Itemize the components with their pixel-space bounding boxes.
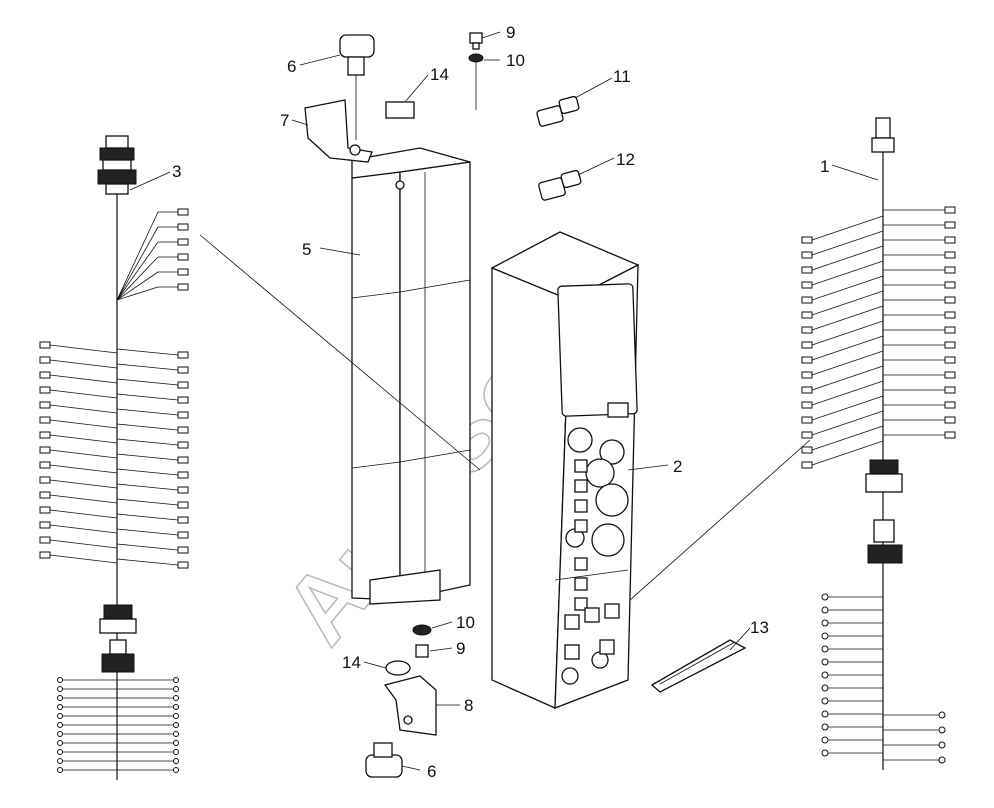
callout-washer-top: 10: [506, 51, 525, 70]
plug-11: [536, 95, 580, 127]
bracket-bottom: [383, 675, 437, 736]
instrument-panel: [490, 231, 640, 709]
wiring-harness-left: [39, 135, 189, 780]
callout-panel: 2: [673, 457, 682, 476]
callouts: 1 2 3 5 6 6 7 8 9 9 10 10 11 12 13 14 14: [172, 23, 829, 781]
callout-knob-bottom: 6: [427, 762, 436, 781]
callout-bushing-top: 14: [430, 65, 449, 84]
callout-bracket-bottom: 8: [464, 696, 473, 715]
knob-top: [339, 34, 375, 140]
callout-screw-bottom: 9: [456, 639, 465, 658]
screw-top: [469, 32, 483, 50]
callout-screw-top: 9: [506, 23, 515, 42]
callout-bushing-bottom: 14: [342, 653, 361, 672]
callout-housing: 5: [302, 240, 311, 259]
cable-tie: [650, 639, 747, 693]
screw-bottom: [415, 644, 429, 658]
bracket-top: [304, 99, 373, 163]
callout-cable-tie: 13: [750, 618, 769, 637]
callout-wiring-left: 3: [172, 162, 181, 181]
console-housing: [351, 147, 471, 605]
callout-washer-bottom: 10: [456, 613, 475, 632]
callout-bracket-top: 7: [280, 111, 289, 130]
leader-lines: [129, 31, 879, 771]
wiring-harness-right: [801, 117, 956, 770]
callout-plug-12: 12: [616, 150, 635, 169]
callout-knob-top: 6: [287, 57, 296, 76]
washer-bottom: [412, 624, 432, 636]
plug-12: [538, 169, 582, 201]
callout-wiring-right: 1: [820, 157, 829, 176]
knob-bottom: [365, 742, 403, 778]
washer-top: [468, 53, 484, 63]
bushing-top: [385, 101, 415, 119]
bushing-bottom: [385, 660, 411, 676]
callout-plug-11: 11: [613, 67, 631, 86]
